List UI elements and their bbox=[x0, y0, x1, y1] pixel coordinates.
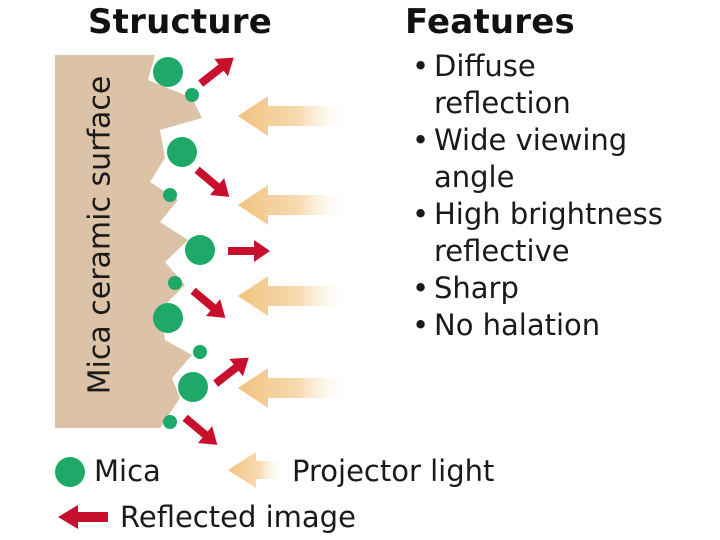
legend-projector-arrow-icon bbox=[228, 452, 285, 488]
projector-light-arrow bbox=[238, 185, 350, 225]
feature-item: Wide viewing angle bbox=[408, 122, 663, 196]
feature-line: angle bbox=[434, 160, 515, 194]
surface-label: Mica ceramic surface bbox=[82, 75, 118, 395]
projector-light-arrow bbox=[238, 96, 350, 136]
feature-line: High brightness bbox=[434, 197, 663, 231]
mica-particle bbox=[167, 137, 197, 167]
reflected-image-arrow bbox=[194, 166, 230, 197]
mica-particle bbox=[168, 276, 182, 290]
mica-particle bbox=[153, 303, 183, 333]
mica-particle bbox=[163, 188, 177, 202]
feature-item: Sharp bbox=[408, 270, 663, 307]
mica-particle bbox=[193, 345, 207, 359]
feature-line: Diffuse bbox=[434, 49, 536, 83]
mica-particle bbox=[153, 57, 183, 87]
legend-reflected-arrow-icon bbox=[58, 505, 108, 529]
feature-line: reflective bbox=[434, 234, 570, 268]
feature-item: No halation bbox=[408, 307, 663, 344]
feature-line: Sharp bbox=[434, 271, 519, 305]
feature-line: reflection bbox=[434, 86, 571, 120]
projector-light-arrow bbox=[238, 276, 350, 316]
feature-item: High brightness reflective bbox=[408, 196, 663, 270]
mica-particle bbox=[163, 415, 177, 429]
reflected-image-arrow bbox=[190, 287, 226, 318]
mica-particle bbox=[185, 235, 215, 265]
reflected-image-arrow bbox=[182, 414, 218, 445]
legend-reflected-label: Reflected image bbox=[120, 500, 356, 534]
feature-line: No halation bbox=[434, 308, 601, 342]
features-title: Features bbox=[405, 2, 575, 42]
mica-particle bbox=[178, 372, 208, 402]
features-list: Diffuse reflection Wide viewing angle Hi… bbox=[408, 48, 663, 344]
feature-line: Wide viewing bbox=[434, 123, 628, 157]
ceramic-surface bbox=[55, 55, 202, 428]
mica-particle bbox=[185, 88, 199, 102]
reflected-image-arrow bbox=[228, 240, 270, 262]
legend-mica-label: Mica bbox=[94, 454, 161, 488]
feature-item: Diffuse reflection bbox=[408, 48, 663, 122]
projector-light-arrow bbox=[238, 368, 350, 408]
structure-title: Structure bbox=[88, 2, 272, 42]
reflected-image-arrow bbox=[213, 357, 249, 387]
legend-mica-icon bbox=[55, 457, 85, 487]
legend-projector-label: Projector light bbox=[292, 454, 495, 488]
reflected-image-arrow bbox=[198, 57, 234, 87]
